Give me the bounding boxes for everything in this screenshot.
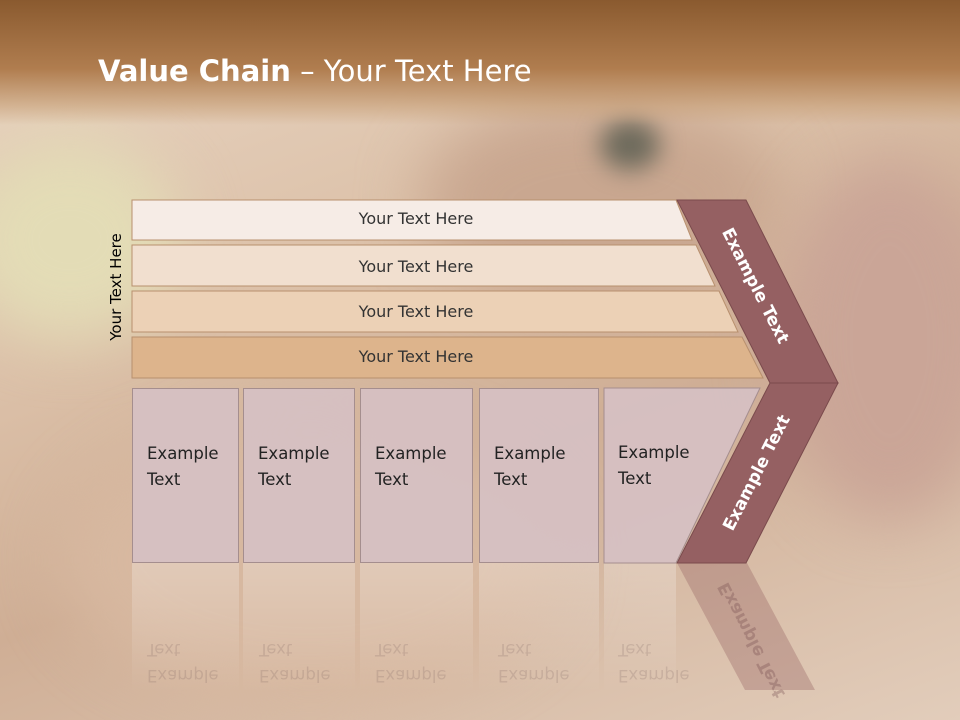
title-rest: – Your Text Here (290, 54, 532, 88)
row-label-3: Your Text Here (358, 302, 474, 321)
reflection-cell (132, 563, 239, 693)
title-bold: Value Chain (98, 54, 291, 88)
reflection-cell (604, 563, 676, 693)
slide-title: Value Chain – Your Text Here (98, 54, 532, 88)
background-blur (600, 120, 660, 170)
row-band (131, 199, 693, 241)
reflection-cell (360, 563, 473, 693)
row-band (131, 290, 739, 333)
column-cell-5-shape (603, 387, 761, 564)
reflection-cell (479, 563, 599, 693)
chevron-reflection (677, 563, 815, 690)
row-label-4: Your Text Here (358, 347, 474, 366)
row-label-1: Your Text Here (358, 209, 474, 228)
row-label-2: Your Text Here (358, 257, 474, 276)
reflection-cell (243, 563, 355, 693)
header-band (0, 0, 960, 125)
row-band (131, 244, 716, 287)
row-band (131, 336, 764, 379)
chevron-lower (676, 382, 839, 564)
